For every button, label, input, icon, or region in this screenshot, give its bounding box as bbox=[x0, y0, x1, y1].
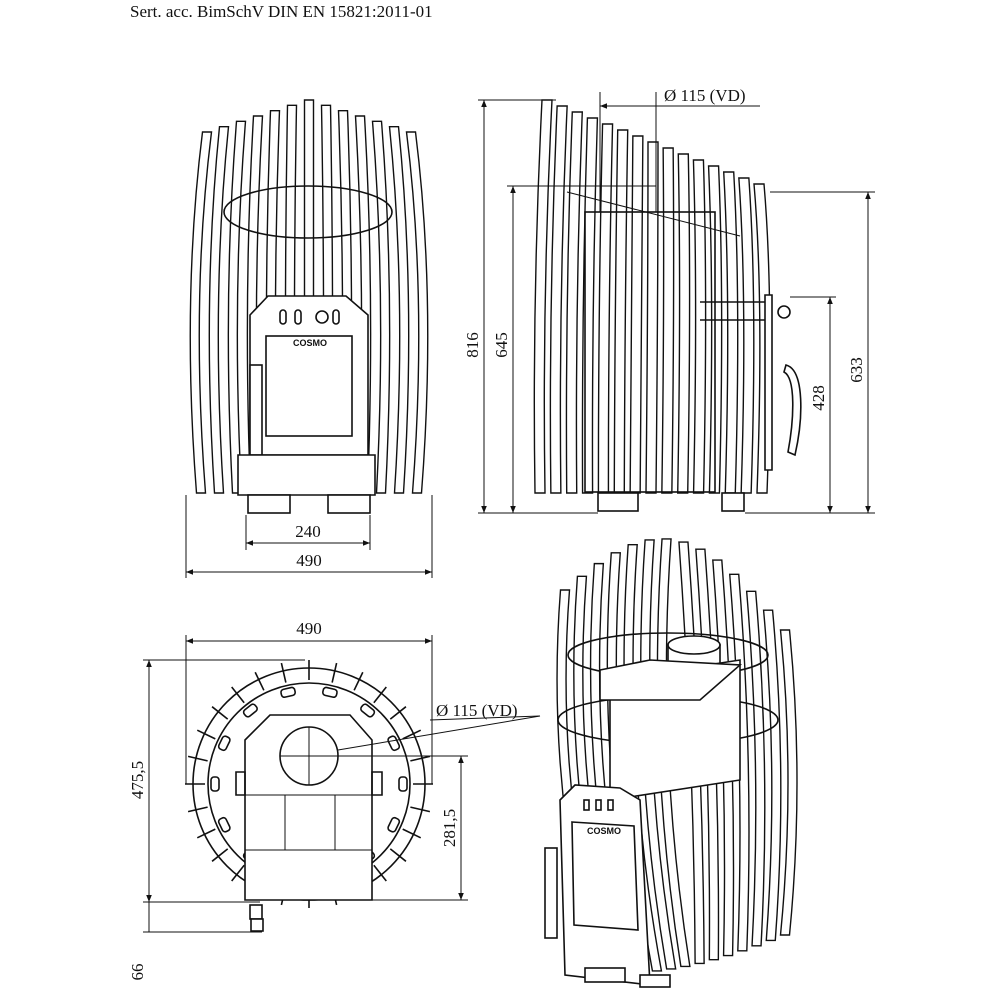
certification-header: Sert. acc. BimSchV DIN EN 15821:2011-01 bbox=[130, 2, 433, 21]
front-dim-490: 490 bbox=[296, 551, 322, 570]
top-bar-tick bbox=[373, 864, 387, 882]
top-bar-tick bbox=[231, 686, 245, 704]
top-dim-281: 281,5 bbox=[440, 809, 459, 847]
front-top-ring bbox=[223, 185, 393, 239]
front-bar bbox=[405, 131, 429, 494]
side-bar bbox=[629, 135, 644, 494]
front-door-logo: COSMO bbox=[293, 338, 327, 348]
top-bar-tick bbox=[211, 848, 229, 862]
side-dim-645: 645 bbox=[492, 332, 511, 358]
iso-bar bbox=[779, 629, 798, 936]
side-bar bbox=[738, 177, 755, 494]
side-stove-bars bbox=[533, 99, 771, 494]
top-bar-tick bbox=[231, 864, 245, 882]
top-bar-tick bbox=[353, 671, 364, 691]
top-bar-tick bbox=[196, 828, 216, 839]
top-bar-slot bbox=[321, 686, 338, 699]
front-view: COSMO 240 490 bbox=[185, 99, 433, 578]
front-leg-right bbox=[327, 494, 371, 514]
iso-door-logo: COSMO bbox=[587, 826, 621, 836]
top-bar-tick bbox=[187, 755, 208, 762]
side-bar bbox=[645, 141, 659, 494]
top-bar-slot bbox=[398, 776, 408, 792]
top-bar-tick bbox=[373, 686, 387, 704]
side-bar bbox=[677, 153, 691, 494]
side-dim-428: 428 bbox=[809, 385, 828, 411]
iso-bar bbox=[745, 590, 766, 947]
top-bar-slot bbox=[387, 816, 401, 833]
side-dim-816: 816 bbox=[463, 332, 482, 358]
front-bar bbox=[208, 125, 230, 494]
top-bar-tick bbox=[254, 671, 265, 691]
top-bar-tick bbox=[187, 806, 208, 813]
front-door: COSMO bbox=[249, 295, 369, 456]
top-bar-tick bbox=[196, 729, 216, 740]
top-bar-tick bbox=[410, 755, 431, 762]
side-bar bbox=[597, 123, 614, 494]
top-bar-tick bbox=[211, 706, 229, 720]
top-bar-tick bbox=[402, 828, 422, 839]
top-dim-66: 66 bbox=[128, 964, 147, 981]
top-bar-slot bbox=[242, 703, 258, 718]
iso-bar bbox=[762, 609, 782, 942]
side-flue-label: Ø 115 (VD) bbox=[664, 86, 746, 105]
top-dim-475: 475,5 bbox=[128, 761, 147, 799]
top-bar-tick bbox=[280, 662, 287, 683]
top-view: 490 475,5 281,5 66 Ø 115 (VD) bbox=[128, 619, 541, 981]
top-bar-tick bbox=[389, 848, 407, 862]
top-flue-label: Ø 115 (VD) bbox=[436, 701, 518, 720]
isometric-view: COSMO bbox=[544, 538, 798, 988]
top-bar-tick bbox=[410, 806, 431, 813]
top-bar-slot bbox=[360, 703, 376, 718]
side-bar bbox=[533, 99, 553, 494]
front-bar bbox=[388, 125, 410, 494]
top-bar-slot bbox=[280, 686, 297, 699]
top-bar-slot bbox=[387, 735, 401, 752]
front-bar bbox=[371, 120, 391, 494]
side-dim-633: 633 bbox=[847, 357, 866, 383]
front-dim-240: 240 bbox=[295, 522, 321, 541]
side-bar bbox=[549, 105, 568, 494]
top-bar-tick bbox=[402, 729, 422, 740]
top-bar-slot bbox=[217, 816, 231, 833]
front-bar bbox=[227, 120, 247, 494]
top-bar-slot bbox=[210, 776, 220, 792]
top-bar-tick bbox=[331, 662, 338, 683]
side-view: Ø 115 (VD) 816 645 633 428 bbox=[463, 86, 875, 514]
side-bar bbox=[692, 159, 707, 494]
top-dim-490: 490 bbox=[296, 619, 322, 638]
front-bar bbox=[189, 131, 213, 494]
side-bar bbox=[722, 171, 739, 494]
top-bar-slot bbox=[217, 735, 231, 752]
front-leg-left bbox=[247, 494, 291, 514]
side-bar bbox=[613, 129, 629, 494]
side-bar bbox=[565, 111, 584, 494]
side-bar bbox=[661, 147, 675, 494]
top-bar-tick bbox=[389, 706, 407, 720]
